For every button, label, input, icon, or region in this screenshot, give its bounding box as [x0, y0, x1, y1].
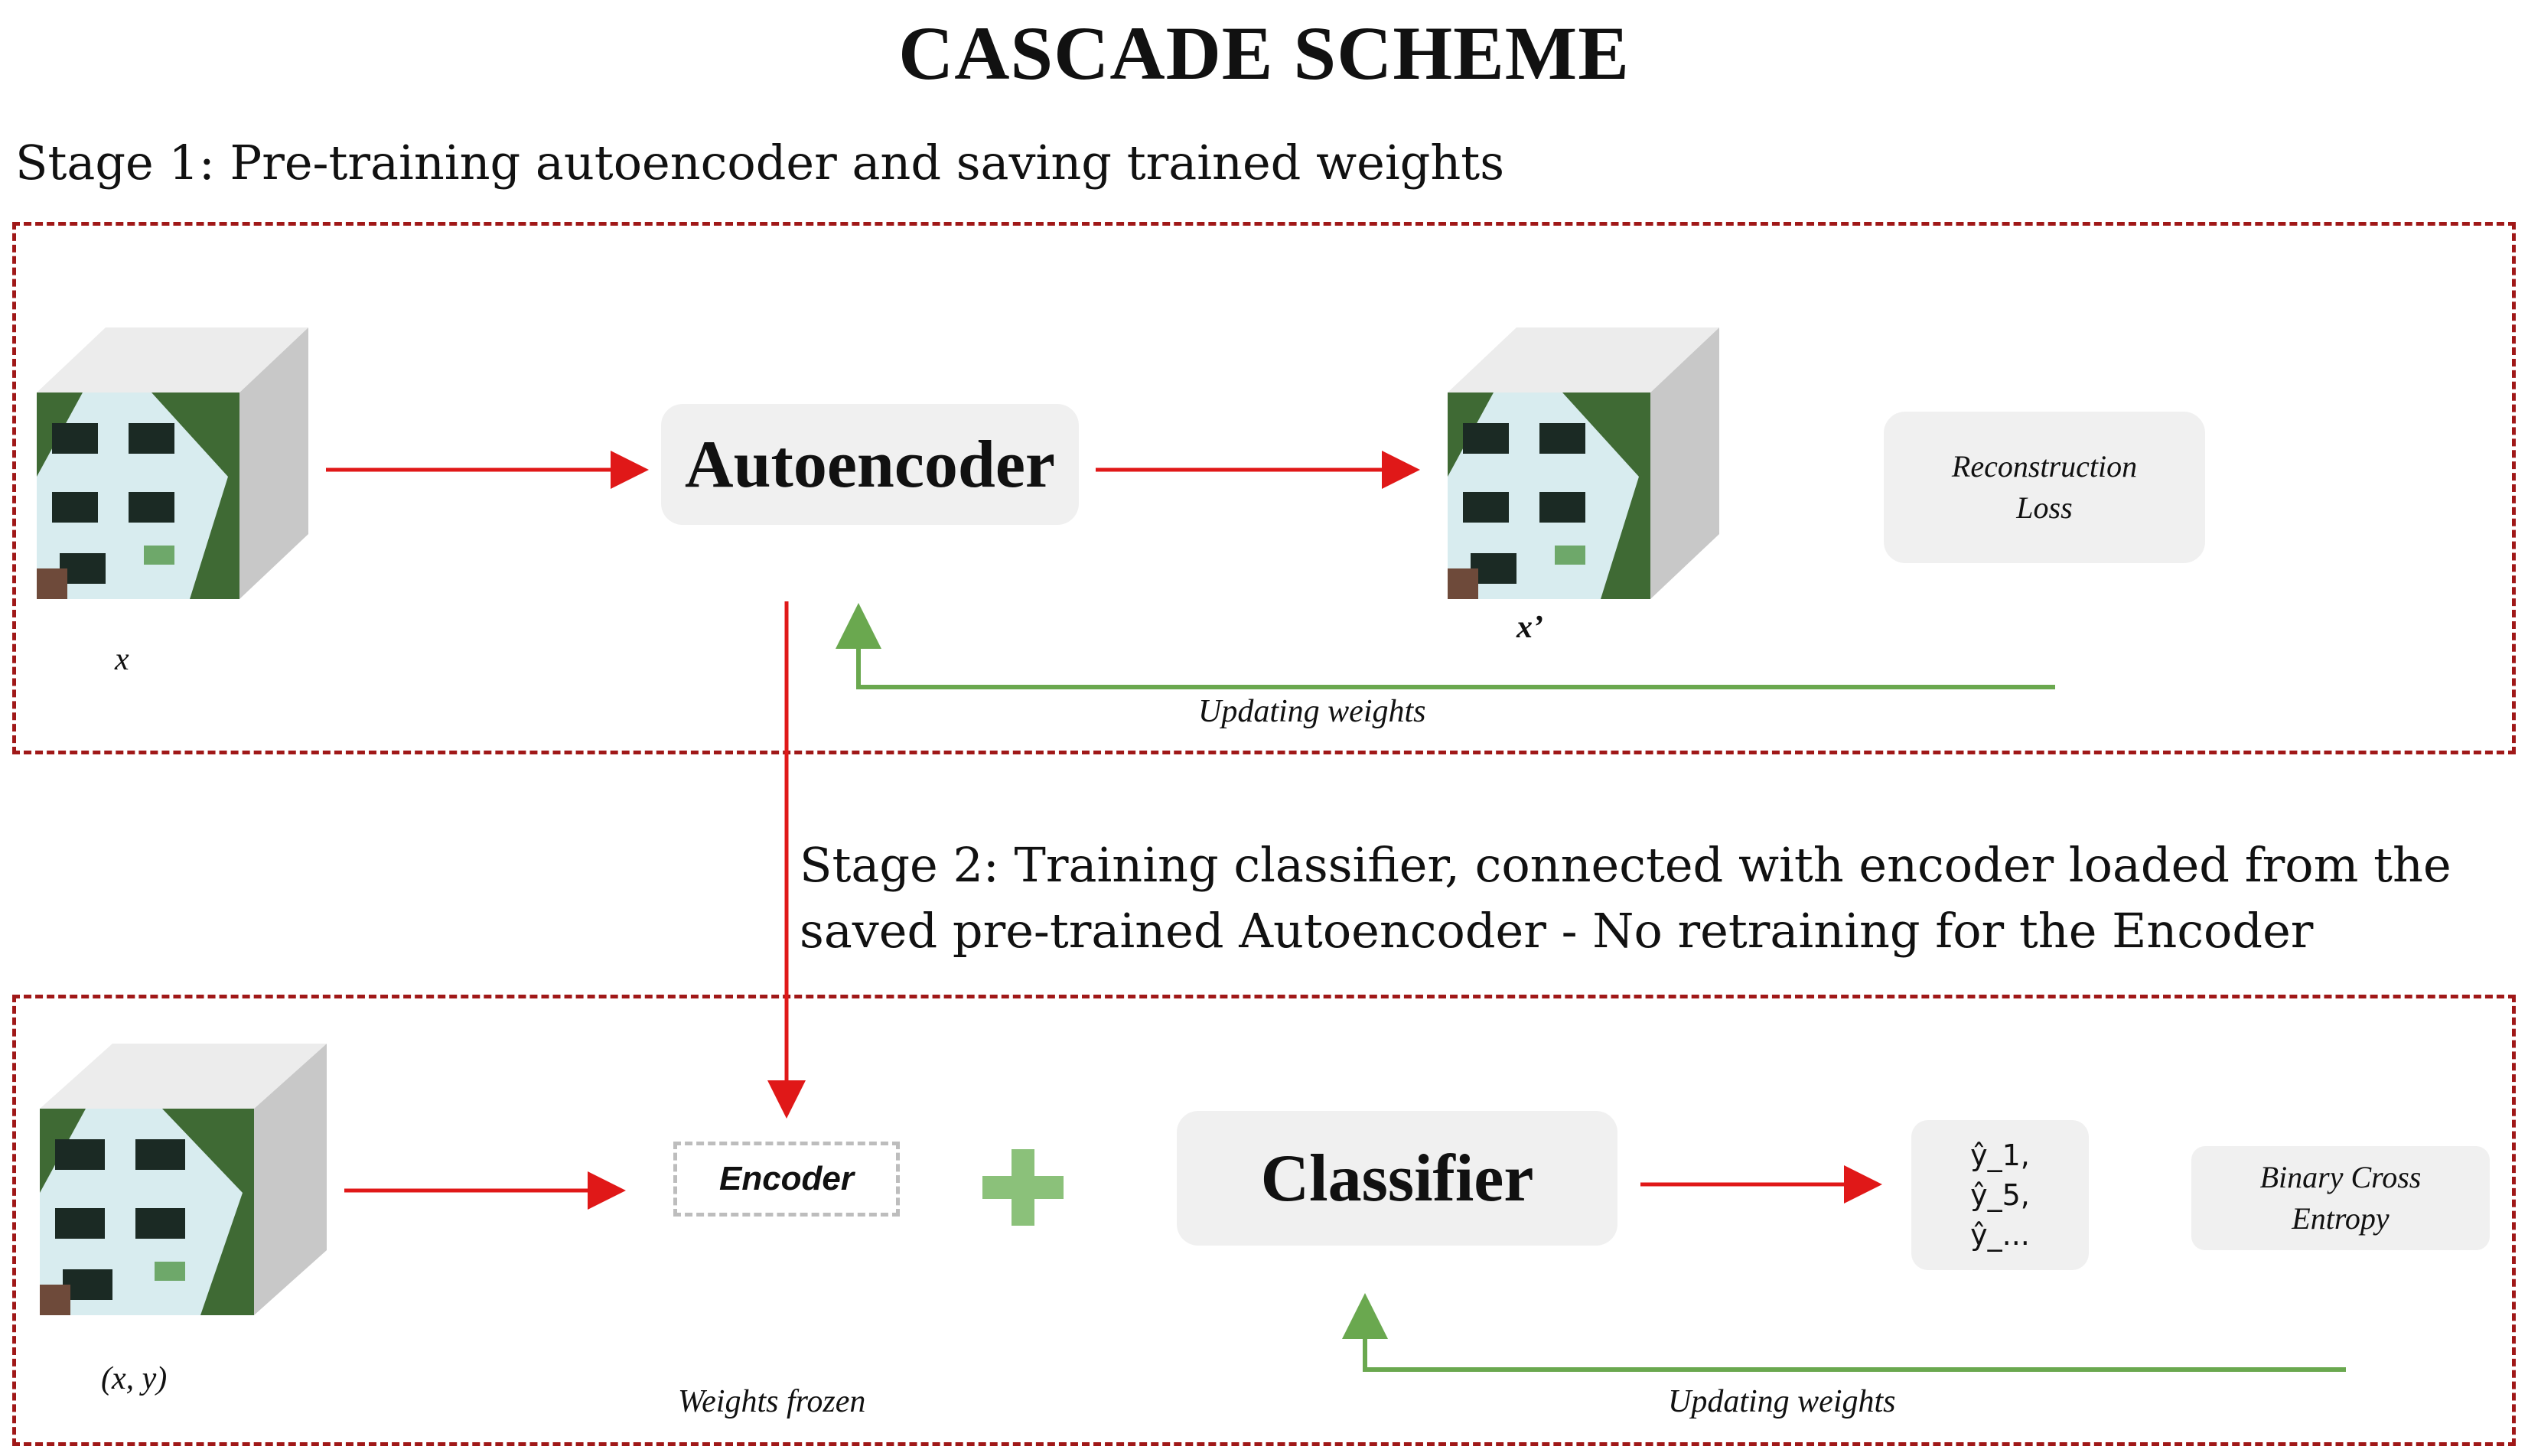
- stage1-heading: Stage 1: Pre-training autoencoder and sa…: [15, 135, 1505, 191]
- stage1-frame: [12, 222, 2516, 754]
- data-cube-icon: [37, 327, 308, 599]
- reconstruction-loss-box: Reconstruction Loss: [1884, 412, 2205, 563]
- weights-frozen-label: Weights frozen: [678, 1384, 866, 1419]
- diagram-title: CASCADE SCHEME: [898, 11, 1630, 96]
- bce-line1: Binary Cross: [2259, 1160, 2422, 1194]
- plus-icon: [982, 1149, 1064, 1226]
- stage1-feedback-label: Updating weights: [1198, 694, 1426, 729]
- input-label-xy: (x, y): [101, 1361, 168, 1396]
- arrow-icon: [1342, 1293, 2346, 1372]
- prediction-outputs-box: ŷ_1, ŷ_5, ŷ_...: [1911, 1120, 2089, 1270]
- output-label-x-prime: x’: [1516, 610, 1543, 645]
- input-label-x: x: [115, 642, 129, 677]
- stage2-heading: Stage 2: Training classifier, connected …: [800, 832, 2521, 964]
- prediction-output-more: ŷ_...: [1970, 1218, 2030, 1252]
- stage2-heading-line2: saved pre-trained Autoencoder - No retra…: [800, 903, 2314, 959]
- prediction-output-1: ŷ_1,: [1970, 1138, 2030, 1172]
- arrow-icon: [836, 603, 2055, 689]
- stage2-frame: [12, 995, 2516, 1446]
- bce-line2: Entropy: [2292, 1201, 2390, 1236]
- reconstruction-loss-line2: Loss: [2016, 490, 2073, 525]
- stage2-feedback-label: Updating weights: [1668, 1384, 1896, 1419]
- data-cube-icon: [1448, 327, 1719, 599]
- stage2-heading-line1: Stage 2: Training classifier, connected …: [800, 837, 2451, 893]
- data-cube-icon: [40, 1044, 327, 1315]
- reconstruction-loss-line1: Reconstruction: [1951, 449, 2138, 484]
- classifier-box: Classifier: [1177, 1111, 1617, 1246]
- autoencoder-box: Autoencoder: [661, 404, 1079, 525]
- prediction-output-5: ŷ_5,: [1970, 1178, 2030, 1212]
- encoder-box: Encoder: [673, 1142, 900, 1217]
- binary-cross-entropy-box: Binary Cross Entropy: [2191, 1146, 2490, 1250]
